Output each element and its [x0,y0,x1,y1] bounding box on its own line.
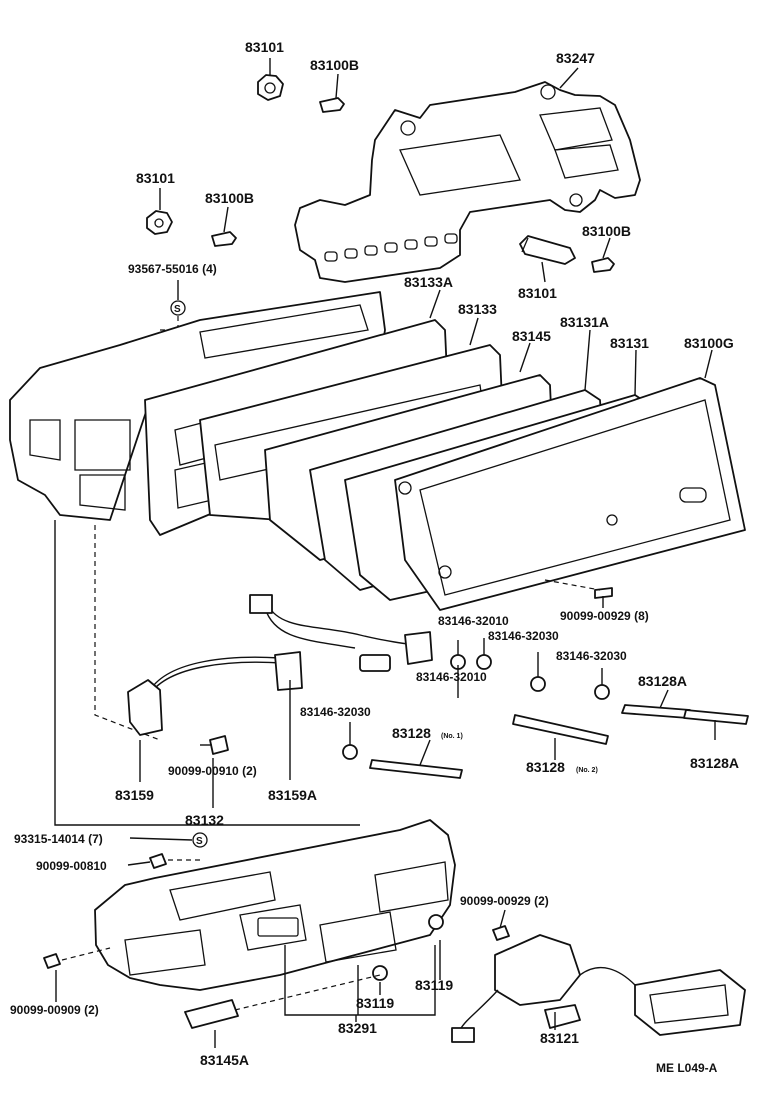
label-83100g: 83100G [684,335,734,351]
bulb-icon [591,257,615,273]
label-83101-c: 83101 [518,285,557,301]
screw-icon [594,587,613,608]
label-83146-32010-b: 83146-32010 [416,670,487,684]
printed-circuit-83247 [294,81,641,283]
label-83100b-a: 83100B [310,57,359,73]
label-83131a: 83131A [560,314,609,330]
label-83146-32030-b: 83146-32030 [556,649,627,663]
label-93315: 93315-14014 (7) [14,832,103,846]
leader-lines [55,58,716,1048]
screw-icon [200,735,229,755]
lens-83145a [184,999,239,1029]
label-83119-b: 83119 [415,977,453,993]
label-83128-no2-suffix: (No. 2) [576,767,598,774]
label-83159: 83159 [115,787,154,803]
label-83119-a: 83119 [356,995,394,1011]
pin-83128a [369,704,749,779]
label-83128-no1-suffix: (No. 1) [441,733,463,740]
footer-code: ME L049-A [656,1061,718,1075]
label-83100b-b: 83100B [205,190,254,206]
svg-text:S: S [174,304,181,315]
bulb-icon [319,97,345,113]
label-83128-no2: 83128 [526,759,565,775]
bulb-socket-icon [519,235,576,265]
label-83133a: 83133A [404,274,453,290]
bulb-socket-icon [146,210,173,235]
label-83121: 83121 [540,1030,579,1046]
bulb-socket-icon [372,914,444,981]
clip-icon [274,651,303,691]
screw-symbol-s: S [170,300,186,316]
bulb-socket-icon [257,74,284,101]
label-83128-no1: 83128 [392,725,431,741]
part-labels: 83101 83100B 83247 83101 83100B 93567-55… [10,39,739,1075]
label-83291: 83291 [338,1020,377,1036]
label-83247: 83247 [556,50,595,66]
label-83146-32010-a: 83146-32010 [438,614,509,628]
clip-icon [127,679,163,736]
label-83132: 83132 [185,812,224,828]
label-83131: 83131 [610,335,649,351]
screw-symbol-s: S [192,832,208,848]
connector-block [634,969,746,1036]
label-90099-00909-2: 90099-00909 (2) [10,1003,99,1017]
label-83100b-c: 83100B [582,223,631,239]
label-93567: 93567-55016 (4) [128,262,217,276]
screw-icon [43,853,510,969]
label-83128a-b: 83128A [690,755,739,771]
svg-text:S: S [196,836,203,847]
label-83133: 83133 [458,301,497,317]
label-83146-32030-a: 83146-32030 [488,629,559,643]
label-90099-00929-2: 90099-00929 (2) [460,894,549,908]
label-83146-32030-c: 83146-32030 [300,705,371,719]
bulb-icon [211,231,237,247]
gauge-cluster-83132 [94,819,456,991]
label-90099-00810: 90099-00810 [36,859,107,873]
switch-83121 [451,934,581,1043]
label-83101-b: 83101 [136,170,175,186]
label-83145a: 83145A [200,1052,249,1068]
wire-harness [149,594,433,695]
label-83145: 83145 [512,328,551,344]
label-83128a-a: 83128A [638,673,687,689]
label-90099-00929-8: 90099-00929 (8) [560,609,649,623]
label-90099-00910-2: 90099-00910 (2) [168,764,257,778]
label-83101-a: 83101 [245,39,284,55]
label-83159a: 83159A [268,787,317,803]
lens-83100g [394,377,746,611]
